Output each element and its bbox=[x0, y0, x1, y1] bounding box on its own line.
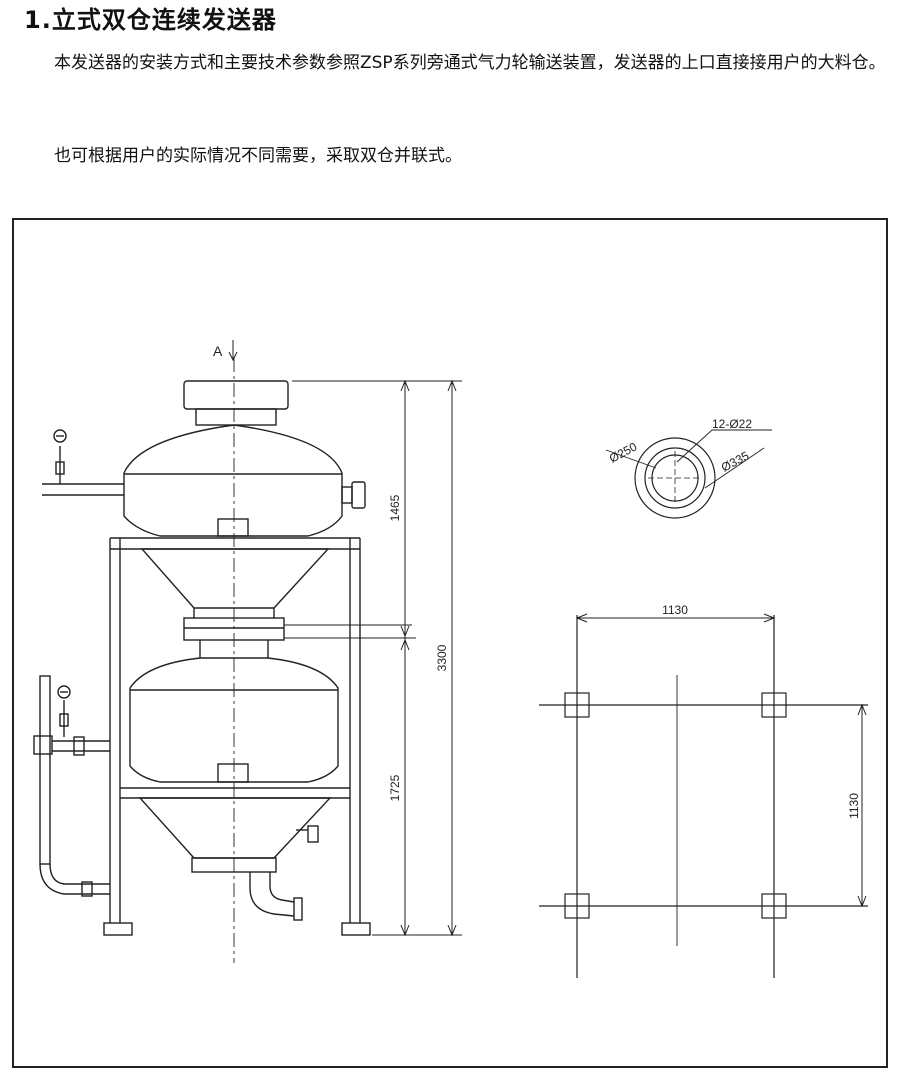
flange-detail: 12-Ø22 Ø250 Ø335 bbox=[605, 417, 772, 519]
dim-total-height: 3300 bbox=[435, 644, 449, 671]
flange-inner-dia-label: Ø250 bbox=[607, 439, 640, 465]
technical-drawing: A bbox=[12, 218, 888, 1068]
drawing-frame bbox=[12, 218, 888, 1068]
footprint-depth-label: 1130 bbox=[847, 793, 861, 819]
elevation-view: A bbox=[33, 340, 462, 963]
dim-upper-height: 1465 bbox=[388, 494, 402, 521]
flange-outer-dia-label: Ø335 bbox=[719, 448, 752, 474]
page-title: 1.立式双仓连续发送器 bbox=[24, 6, 277, 34]
flange-bolts-label: 12-Ø22 bbox=[712, 417, 752, 431]
intro-paragraph: 本发送器的安装方式和主要技术参数参照ZSP系列旁通式气力轮输送装置，发送器的上口… bbox=[54, 53, 886, 73]
option-paragraph: 也可根据用户的实际情况不同需要，采取双仓并联式。 bbox=[54, 146, 462, 166]
view-label: A bbox=[213, 343, 223, 359]
dim-lower-height: 1725 bbox=[388, 774, 402, 801]
footprint-plan: 1130 1130 bbox=[539, 603, 868, 978]
footprint-width-label: 1130 bbox=[662, 603, 688, 617]
